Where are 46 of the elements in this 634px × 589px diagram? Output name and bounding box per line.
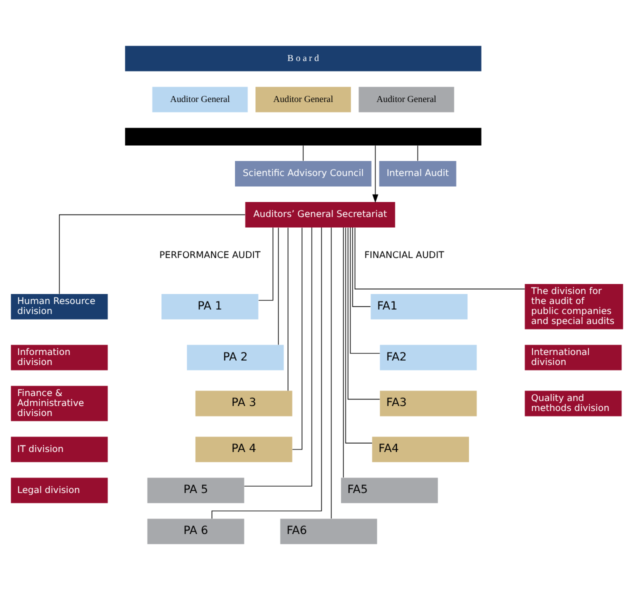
connector <box>354 226 526 289</box>
node-box: PA 2 <box>186 344 284 370</box>
node-box: Auditor General <box>256 86 351 112</box>
connector <box>417 144 418 161</box>
node-box: The division for the audit of public companies and special audits <box>524 284 624 329</box>
node-box: Finance & Administrative division <box>10 385 108 421</box>
node-box: IT division <box>10 436 108 462</box>
node-box: B o a r d <box>125 45 482 71</box>
node-box: FA1 <box>370 293 468 319</box>
node-box: Quality and methods division <box>524 390 622 416</box>
connector <box>343 226 344 478</box>
connector <box>330 226 332 518</box>
node-box: PA 3 <box>195 390 292 416</box>
node-box: Auditor General <box>358 86 454 112</box>
node-box: FA3 <box>380 390 477 416</box>
node-box: FA5 <box>341 477 438 503</box>
node-box: Auditor General <box>152 86 248 112</box>
node-box: Legal division <box>10 477 108 503</box>
connector <box>350 226 380 354</box>
node-box: International division <box>524 344 622 370</box>
node-bar <box>125 127 482 145</box>
connector <box>212 226 322 518</box>
connector <box>302 144 304 161</box>
arrow <box>372 144 378 202</box>
connector <box>278 226 279 345</box>
connector <box>345 226 372 443</box>
node-box: Information division <box>10 344 108 370</box>
node-box: PA 1 <box>162 293 258 319</box>
connector <box>292 226 302 450</box>
connector <box>244 226 312 486</box>
node-box: FA6 <box>280 518 378 544</box>
label: PERFORMANCE AUDIT <box>159 250 260 261</box>
node-box: FA4 <box>372 436 469 462</box>
connector <box>348 226 380 400</box>
node-box: PA 5 <box>147 477 244 503</box>
node-box: Internal Audit <box>379 160 456 186</box>
node-box: Human Resource division <box>10 293 108 319</box>
node-box: FA2 <box>380 344 477 370</box>
node-box: Scientific Advisory Council <box>235 160 372 186</box>
node-box: PA 4 <box>195 436 292 462</box>
node-box: Auditors’ General Secretariat <box>245 202 396 227</box>
connector <box>59 214 246 294</box>
connector <box>258 226 274 300</box>
connector <box>352 226 371 307</box>
node-box: PA 6 <box>147 518 244 544</box>
label: FINANCIAL AUDIT <box>364 250 444 261</box>
